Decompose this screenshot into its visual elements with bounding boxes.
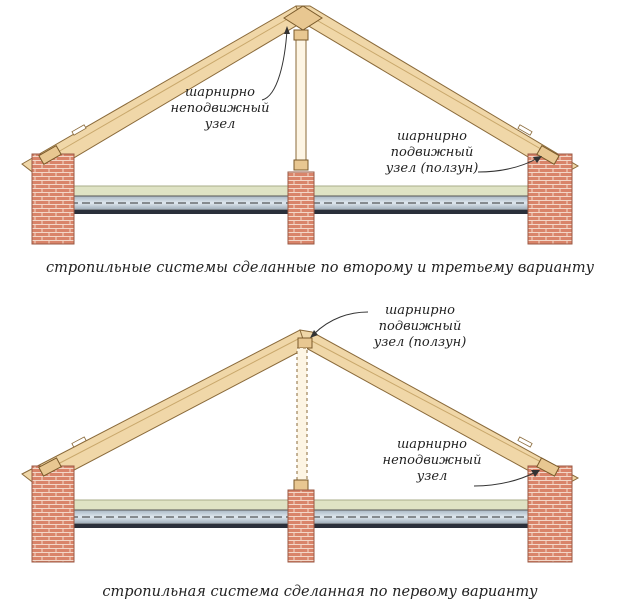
top-left-brick-wall (31, 153, 75, 245)
svg-text:шарнирно: шарнирно (185, 85, 255, 100)
bottom-left-rafter (21, 329, 311, 489)
top-diagram: шарнирно неподвижный узел шарнирно подви… (21, 5, 595, 276)
bottom-left-brick-wall (31, 465, 75, 563)
svg-text:неподвижный: неподвижный (383, 453, 482, 468)
top-label-right-node: шарнирно подвижный узел (ползун) (385, 129, 479, 176)
svg-text:шарнирно: шарнирно (397, 129, 467, 144)
top-ridge-node (283, 5, 323, 31)
svg-text:узел: узел (204, 117, 236, 132)
bottom-diagram: шарнирно подвижный узел (ползун) шарнирн… (21, 303, 580, 600)
top-right-brick-wall (527, 153, 573, 245)
svg-text:подвижный: подвижный (391, 145, 474, 160)
svg-text:подвижный: подвижный (379, 319, 462, 334)
top-center-brick-wall (287, 171, 315, 245)
bottom-caption: стропильная система сделанная по первому… (102, 584, 538, 600)
top-caption: стропильные системы сделанные по второму… (46, 260, 595, 276)
svg-text:узел (ползун): узел (ползун) (385, 161, 479, 176)
bottom-label-ridge-node: шарнирно подвижный узел (ползун) (373, 303, 467, 350)
top-label-ridge-node: шарнирно неподвижный узел (171, 85, 270, 132)
top-vertical-post (295, 29, 307, 171)
bottom-center-brick-wall (287, 489, 315, 563)
bottom-vertical-post (296, 347, 308, 483)
svg-text:узел (ползун): узел (ползун) (373, 335, 467, 350)
top-left-rafter (21, 5, 307, 179)
svg-text:шарнирно: шарнирно (397, 437, 467, 452)
bottom-label-right-node: шарнирно неподвижный узел (383, 437, 482, 484)
bottom-right-brick-wall (527, 465, 573, 563)
svg-text:шарнирно: шарнирно (385, 303, 455, 318)
svg-text:неподвижный: неподвижный (171, 101, 270, 116)
bottom-ridge-node (297, 337, 313, 349)
svg-text:узел: узел (416, 469, 448, 484)
